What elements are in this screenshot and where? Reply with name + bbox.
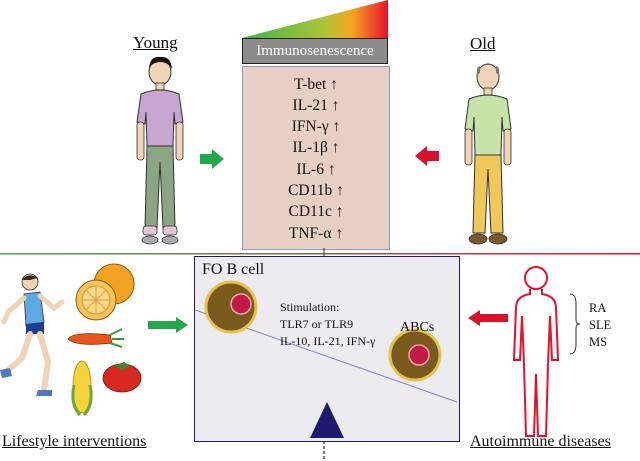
marker-item: IL-6 ↑ (296, 161, 336, 178)
corn-icon (71, 360, 93, 417)
body-outline-icon (512, 266, 560, 437)
divider-line (0, 253, 640, 255)
old-label: Old (470, 34, 496, 53)
marker-item: CD11c ↑ (288, 203, 344, 220)
autoimmune-diseases-label: Autoimmune diseases (470, 433, 611, 450)
carrot-icon (67, 328, 124, 348)
immunosenescence-header: Immunosenescence (242, 38, 388, 64)
marker-item: TNF-α ↑ (288, 225, 344, 242)
tomato-icon (102, 362, 142, 393)
orange-icon (75, 263, 135, 321)
marker-item: IFN-γ ↑ (291, 118, 341, 135)
immunosenescence-gradient-wedge (242, 0, 388, 38)
stimulation-line-tlr: TLR7 or TLR9 (280, 317, 354, 331)
disease-item: SLE (589, 318, 612, 332)
red-arrow-icon (415, 146, 439, 166)
runner-icon (0, 273, 65, 396)
balance-scale (195, 280, 458, 438)
bracket-icon (569, 293, 581, 355)
young-person-icon (136, 56, 184, 245)
green-arrow-icon (200, 149, 224, 169)
lifestyle-interventions-label: Lifestyle interventions (2, 433, 147, 450)
marker-item: CD11b ↑ (288, 182, 344, 199)
disease-item: MS (589, 335, 608, 349)
marker-item: IL-21 ↑ (292, 97, 340, 114)
disease-item: RA (589, 301, 607, 315)
abcs-label: ABCs (400, 320, 435, 335)
dashed-line (323, 441, 325, 461)
fo-b-cell-label: FO B cell (202, 261, 265, 278)
marker-item: T-bet ↑ (294, 76, 338, 93)
red-arrow-icon (468, 310, 508, 326)
marker-list: T-bet ↑ IL-21 ↑ IFN-γ ↑ IL-1β ↑ IL-6 ↑ C… (242, 66, 390, 250)
stimulation-line-cytokines: IL-10, IL-21, IFN-γ (280, 334, 376, 348)
young-label: Young (133, 33, 178, 52)
stimulation-title: Stimulation: (280, 300, 340, 314)
green-arrow-icon (148, 317, 188, 333)
old-person-icon (464, 63, 512, 245)
marker-item: IL-1β ↑ (292, 139, 340, 156)
